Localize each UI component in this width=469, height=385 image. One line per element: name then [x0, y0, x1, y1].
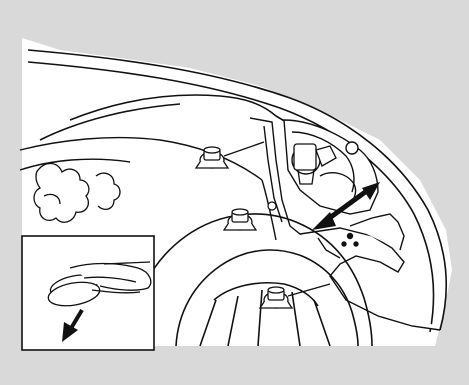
clip-small — [268, 202, 276, 210]
